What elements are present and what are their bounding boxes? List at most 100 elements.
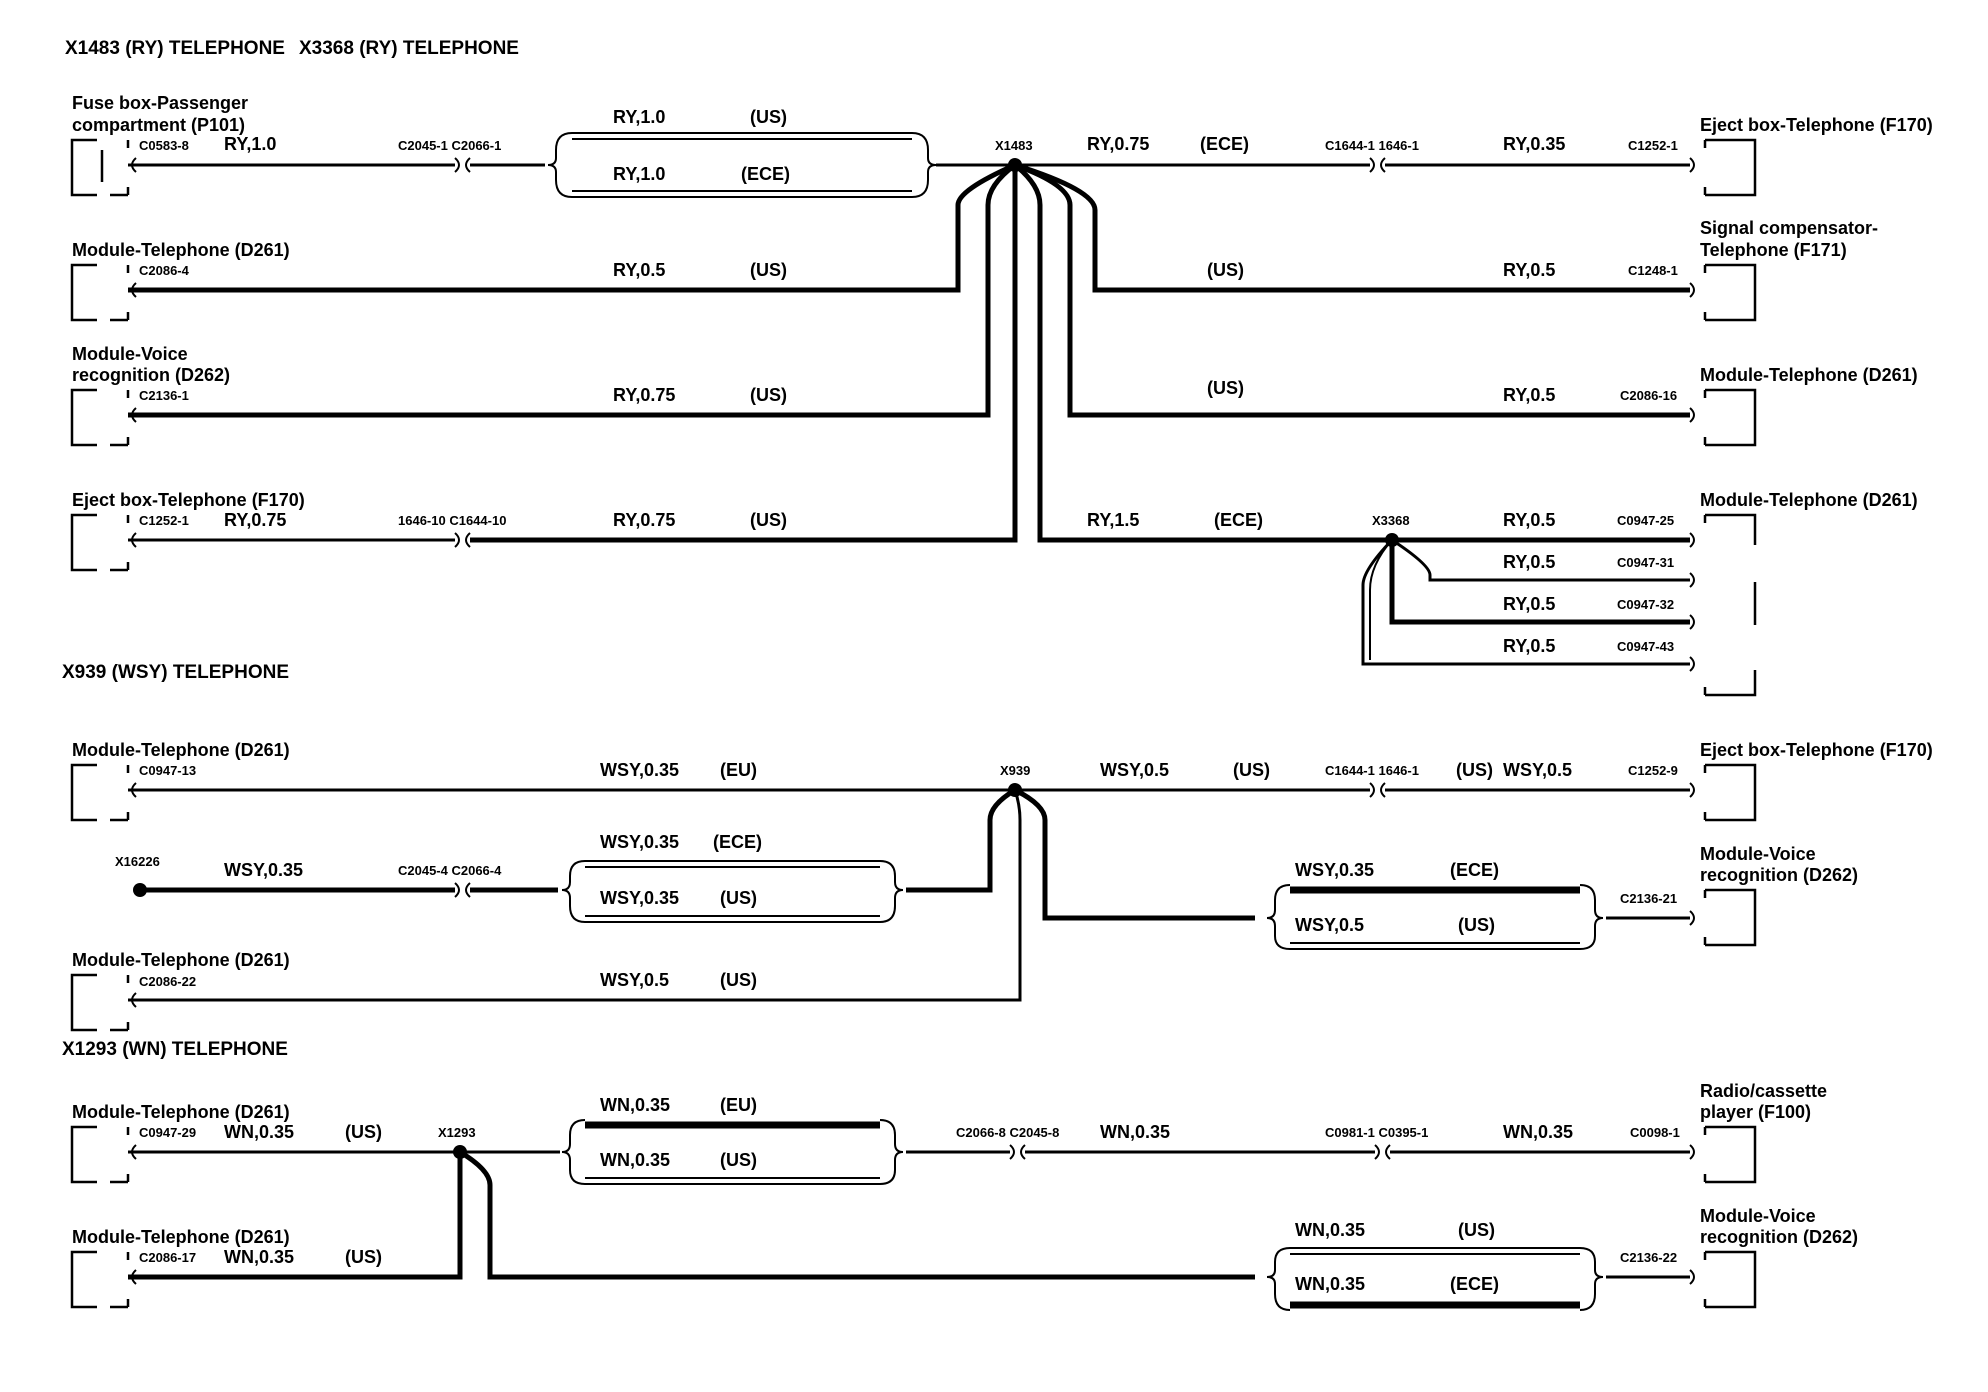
wire-x1293-to-brace-right [458,1149,1255,1280]
component-module-voice-d262-c-line2: recognition (D262) [1700,1227,1858,1247]
splice-label-x1293: X1293 [438,1125,476,1140]
wire-label: RY,0.75 [613,510,675,530]
wire-label: (ECE) [1200,134,1249,154]
wire-x1483-to-x3368 [1013,163,1392,543]
wire-label: WN,0.35 [224,1247,294,1267]
wire-label: WSY,0.35 [600,888,679,908]
component-boxes [70,138,1757,1309]
brace-right-row2b [1579,884,1604,950]
splice-nodes: X1483 X3368 X939 X16226 X1293 [115,138,1410,1159]
wire-label: (US) [345,1122,382,1142]
splice-node-x16226 [133,883,147,897]
connector-label: C0981-1 C0395-1 [1325,1125,1428,1140]
section-title-x3368: X3368 (RY) TELEPHONE [299,38,519,59]
component-module-voice-d262-b-line2: recognition (D262) [1700,865,1858,885]
component-module-telephone-d261-c: Module-Telephone (D261) [1700,490,1918,510]
wire-label: WSY,0.5 [1503,760,1572,780]
connector-label: 1646-10 C1644-10 [398,513,506,528]
wire-d261-ry05-us [128,162,1017,293]
wire-label: WSY,0.5 [1295,915,1364,935]
connector-label: C2086-16 [1620,388,1677,403]
section-title-x939: X939 (WSY) TELEPHONE [62,662,289,683]
wire-d261-wn035-us-2 [128,1152,463,1280]
brace-left-row2b [1266,884,1291,950]
component-module-voice-d262-b-line1: Module-Voice [1700,844,1816,864]
component-module-telephone-d261-g: Module-Telephone (D261) [72,1227,290,1247]
connector-symbols [128,157,1695,1285]
box-module-telephone-d261-a [70,263,130,322]
section-title-x1293: X1293 (WN) TELEPHONE [62,1039,288,1060]
pin-c2136-1 [131,407,137,423]
wire-label: WN,0.35 [224,1122,294,1142]
splice-node-x1483 [1008,158,1022,172]
wires-x1483 [128,132,1690,666]
connector-label: C0947-32 [1617,597,1674,612]
component-module-voice-d262-c-line1: Module-Voice [1700,1206,1816,1226]
connector-label: C2086-4 [139,263,190,278]
inline-c2045-1-c2066-1 [454,157,471,173]
pin-c1252-1-left [131,532,137,548]
wire-label: (ECE) [741,164,790,184]
brace-left-row1 [547,132,573,198]
brace-right-row4 [1579,1247,1604,1311]
wire-x1483-to-d261-c2086-16 [1014,162,1690,418]
wire-label: WN,0.35 [1503,1122,1573,1142]
brace-left-row2 [561,860,586,923]
wire-label: WSY,0.35 [600,832,679,852]
pin-c2086-22 [131,992,137,1008]
wire-label: WN,0.35 [1295,1274,1365,1294]
component-radio-cassette-f100-line2: player (F100) [1700,1102,1811,1122]
connector-label: C1252-1 [1628,138,1678,153]
wire-label: RY,0.75 [224,510,286,530]
connector-label: C0098-1 [1630,1125,1680,1140]
wire-label: RY,0.75 [1087,134,1149,154]
component-module-telephone-d261-d: Module-Telephone (D261) [72,740,290,760]
connector-label: C0947-29 [139,1125,196,1140]
connector-label: C0947-25 [1617,513,1674,528]
connector-label: C0947-13 [139,763,196,778]
wire-x3368-c0947-43-inner [1369,539,1393,660]
pin-c0947-29 [131,1144,137,1160]
wire-label: RY,1.0 [224,134,276,154]
box-module-voice-d262-a [70,388,130,447]
component-eject-box-f170-c: Eject box-Telephone (F170) [1700,740,1933,760]
wire-label: (US) [345,1247,382,1267]
connector-label: C2136-1 [139,388,189,403]
box-eject-box-f170-c [1703,763,1757,822]
box-module-telephone-d261-g [70,1125,130,1184]
connector-label: C1252-9 [1628,763,1678,778]
box-module-voice-d262-b [1703,888,1757,947]
component-signal-comp-f171-line2: Telephone (F171) [1700,240,1847,260]
wire-label: (US) [1458,915,1495,935]
wire-label: RY,0.5 [1503,594,1555,614]
component-fuse-p101-line1: Fuse box-Passenger [72,93,248,113]
splice-label-x939: X939 [1000,763,1030,778]
connector-label: C1644-1 1646-1 [1325,763,1419,778]
wires-x939 [128,787,1690,1002]
brace-left-row3 [561,1119,586,1185]
wire-label: (US) [1207,378,1244,398]
connector-label: C0947-43 [1617,639,1674,654]
splice-node-x3368 [1385,533,1399,547]
pin-c2086-17 [131,1269,137,1285]
box-radio-cassette-f100 [1703,1125,1757,1184]
box-module-telephone-d261-b [1703,388,1757,447]
pin-c2136-21 [1689,910,1695,926]
wire-1644-to-x1483 [470,168,1018,543]
connector-label: C2136-22 [1620,1250,1677,1265]
connector-label: C2045-1 C2066-1 [398,138,501,153]
inline-c1644-1-1646-1 [1369,157,1386,173]
component-eject-box-f170-b: Eject box-Telephone (F170) [1700,115,1933,135]
splice-label-x3368: X3368 [1372,513,1410,528]
wire-label: WN,0.35 [1295,1220,1365,1240]
pin-c0098-1 [1689,1144,1695,1160]
wire-label: (EU) [720,760,757,780]
pin-c0947-25 [1689,532,1695,548]
pin-c0947-43 [1689,656,1695,672]
box-module-voice-d262-c [1703,1250,1757,1309]
wire-label: (US) [750,385,787,405]
wire-label: (US) [750,107,787,127]
wire-d262-ry075-us [128,162,1017,418]
wire-x3368-c0947-31 [1391,538,1690,582]
connector-label: C2086-17 [139,1250,196,1265]
